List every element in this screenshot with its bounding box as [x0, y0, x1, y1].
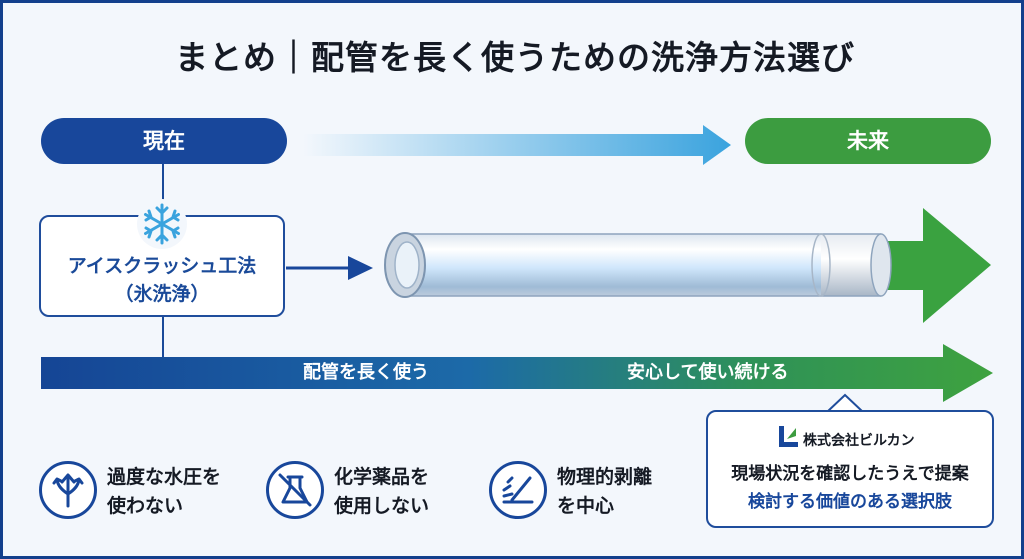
method-name: アイスクラッシュ工法 [67, 255, 257, 277]
page-title: まとめ｜配管を長く使うための洗浄方法選び [175, 38, 855, 77]
pipe-body [403, 234, 881, 296]
feature-2-text: 化学薬品を 使用しない [334, 463, 429, 521]
green-arrow [873, 208, 991, 323]
method-subtitle: （氷洗浄） [114, 283, 210, 305]
feature-2-line2: 使用しない [334, 495, 430, 517]
feature-3-line1: 物理的剥離 [557, 466, 653, 488]
snowflake-icon [137, 199, 187, 249]
callout-tail [826, 393, 864, 413]
band-label-left: 配管を長く使う [303, 362, 429, 383]
scraping-icon [489, 461, 547, 519]
diagram-connectors [41, 125, 993, 402]
no-chemicals-icon [266, 461, 324, 519]
company-logo-icon [779, 426, 798, 447]
feature-1-text: 過度な水圧を 使わない [107, 463, 221, 521]
feature-3-line2: を中心 [557, 495, 615, 517]
company-name: 株式会社ビルカン [803, 433, 915, 449]
future-pill: 未来 [745, 118, 991, 164]
method-arrow-head [348, 256, 373, 280]
upward-arrows-icon [39, 461, 97, 519]
timeline-arrow [303, 125, 731, 165]
feature-2-line1: 化学薬品を [334, 466, 430, 488]
method-box: アイスクラッシュ工法 （氷洗浄） [39, 215, 285, 317]
current-pill: 現在 [41, 118, 287, 164]
company-callout [706, 410, 994, 528]
feature-3-text: 物理的剥離 を中心 [557, 463, 652, 521]
callout-line2: 検討する価値のある選択肢 [748, 492, 952, 512]
feature-1-line2: 使わない [107, 495, 184, 517]
feature-1-line1: 過度な水圧を [107, 466, 222, 488]
progress-band [41, 344, 993, 402]
band-label-right: 安心して使い続ける [627, 362, 789, 383]
callout-line1: 現場状況を確認したうえで提案 [731, 464, 969, 484]
